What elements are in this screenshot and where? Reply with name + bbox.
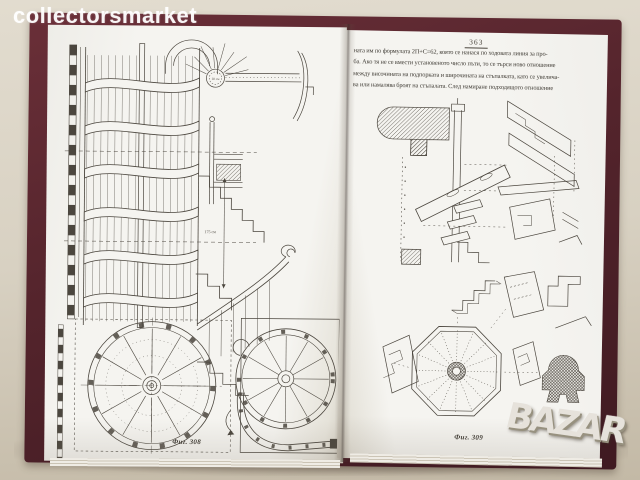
- newel-diameter-label: 10 см: [211, 77, 220, 81]
- seat-profile-detail: [548, 276, 581, 307]
- circular-stair-plan: [57, 317, 231, 461]
- paragraph-line: ната им по формулата 2П+С=62, която се н…: [353, 47, 548, 58]
- paragraph-line: между височината на подпорката и широчин…: [353, 69, 560, 81]
- newel-plan-hatched: [377, 107, 450, 156]
- snail-stair-plan: [226, 318, 340, 453]
- figure-309-axonometric: [357, 92, 602, 269]
- angle-bracket-detail: [555, 316, 591, 329]
- seller-watermark: collectorsmarket: [13, 3, 198, 28]
- railing-joint-detail: [209, 117, 243, 205]
- stair-carcass: [401, 97, 512, 266]
- leader-lines: [423, 164, 506, 228]
- paragraph-line: ба. Ако тя не се вмести установеното чис…: [353, 58, 556, 70]
- plan-leader-lines: [392, 307, 541, 373]
- body-paragraph: ната им по формулата 2П+С=62, която се н…: [353, 45, 582, 95]
- figure-308-drawings: 10 см 175 см: [44, 25, 347, 464]
- left-page: 10 см 175 см: [44, 24, 347, 464]
- stair-flight-section: 175 см: [195, 176, 264, 311]
- left-stringer-detail: [382, 335, 419, 394]
- handrail-volute-detail: [197, 244, 296, 396]
- flight-height-label: 175 см: [204, 229, 216, 234]
- octagon-plan: [411, 326, 501, 416]
- right-stringer-detail: [512, 341, 541, 386]
- page-number: 363: [345, 35, 608, 49]
- figure-308-caption: Фиг. 308: [172, 437, 202, 447]
- paragraph-line: ва или намалява броят на стъпалата. След…: [352, 81, 554, 93]
- right-page: 363 ната им по формулата 2П+С=62, която …: [336, 30, 608, 463]
- newel-profile-dark: [542, 355, 585, 403]
- spiral-stair-elevation: [63, 39, 258, 329]
- tread-fan-detail: 10 см: [185, 43, 314, 121]
- steps-detail: [452, 280, 502, 314]
- winder-panel-detail: [504, 271, 545, 318]
- stringer-panels: [497, 101, 585, 245]
